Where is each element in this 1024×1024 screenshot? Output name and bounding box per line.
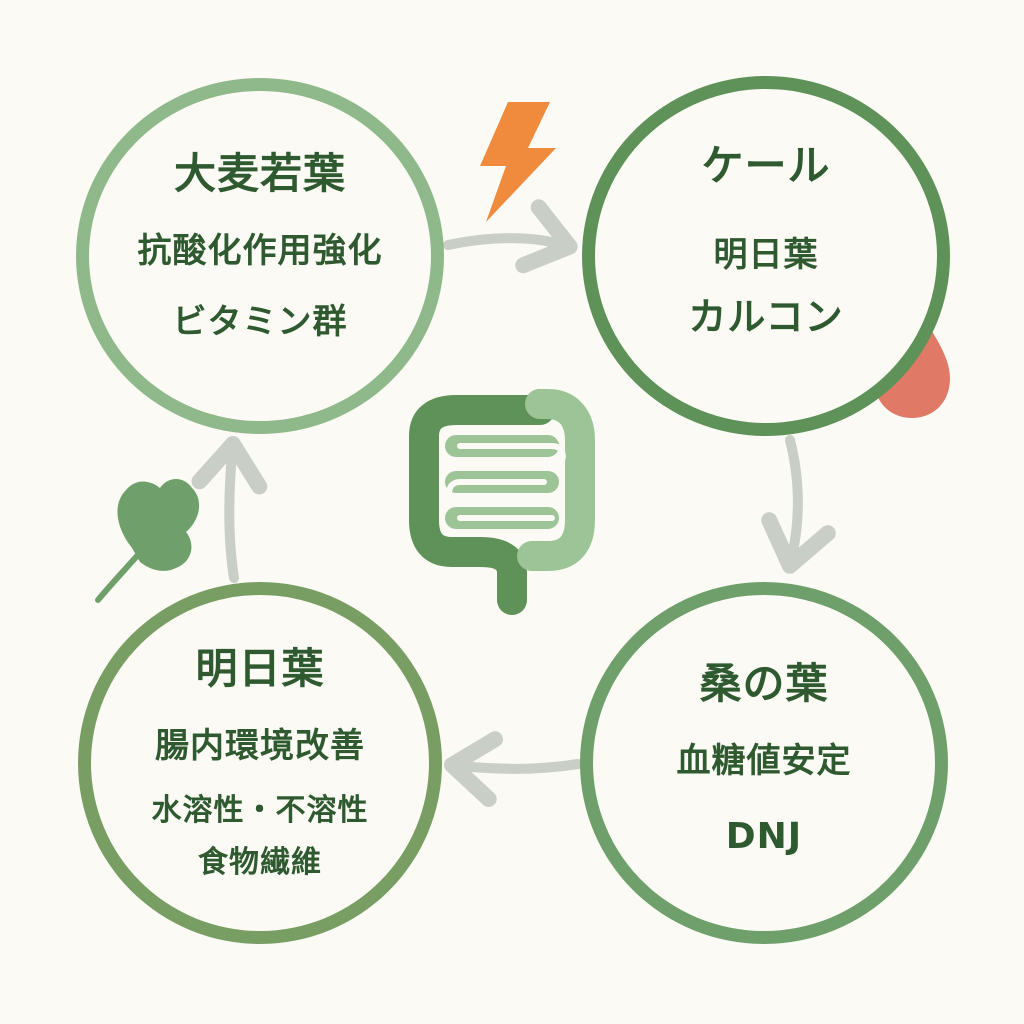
node-kale: ケール 明日葉 カルコン	[582, 76, 950, 436]
node-line: 抗酸化作用強化	[137, 230, 383, 271]
node-title: 明日葉	[195, 644, 325, 693]
node-line: ビタミン群	[172, 301, 348, 342]
node-line: 明日葉	[713, 234, 819, 275]
lightning-icon	[480, 102, 556, 222]
node-line: カルコン	[688, 294, 844, 339]
node-mulberry-leaf: 桑の葉 血糖値安定 DNJ	[580, 582, 948, 944]
node-line: 食物繊維	[198, 845, 322, 880]
node-ashitaba: 明日葉 腸内環境改善 水溶性・不溶性 食物繊維	[78, 582, 442, 944]
node-title: ケール	[701, 140, 831, 190]
node-title: 桑の葉	[699, 658, 829, 708]
node-line: 腸内環境改善	[155, 726, 365, 766]
node-line: 血糖値安定	[676, 740, 852, 781]
arrow-left	[191, 436, 268, 583]
leaf-icon	[95, 479, 200, 603]
arrow-top	[443, 199, 578, 274]
arrow-bottom	[444, 731, 583, 807]
node-barley-grass: 大麦若葉 抗酸化作用強化 ビタミン群	[76, 78, 444, 434]
node-title: 大麦若葉	[173, 148, 346, 198]
arrow-right	[761, 435, 836, 574]
intestine-icon	[409, 389, 595, 615]
node-line: DNJ	[725, 815, 803, 857]
node-line: 水溶性・不溶性	[151, 793, 369, 828]
